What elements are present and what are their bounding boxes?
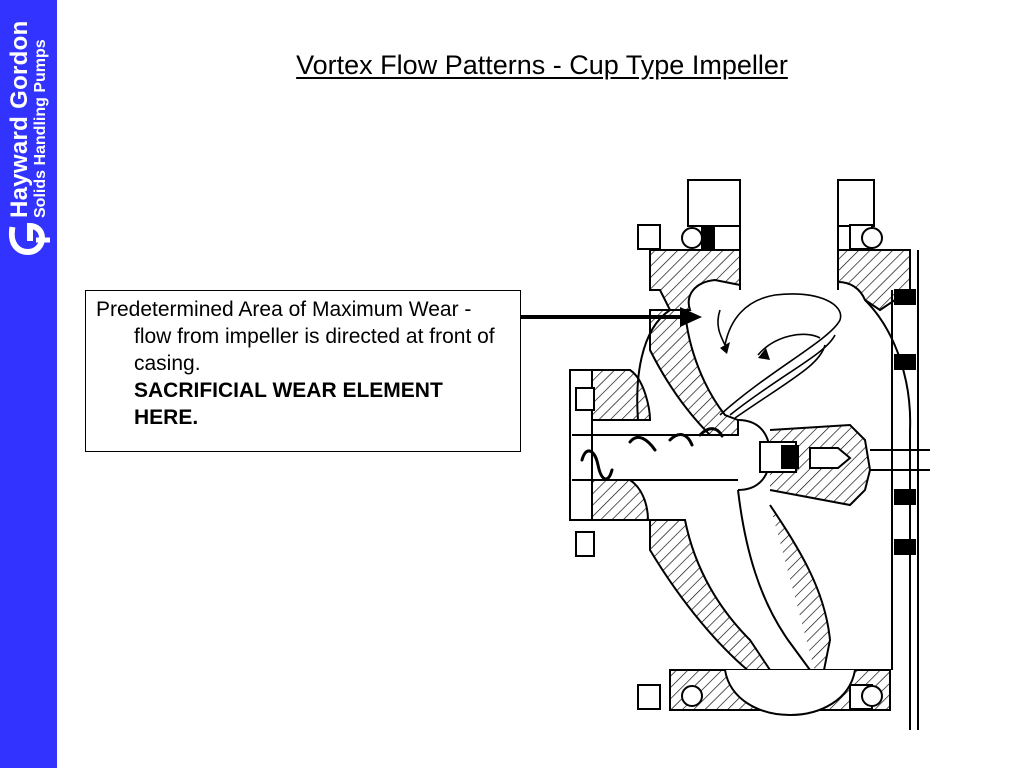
callout-description: Predetermined Area of Maximum Wear - flo… (96, 298, 495, 375)
hayward-gordon-logo-icon (8, 222, 50, 256)
brand-name: Hayward Gordon (6, 20, 33, 218)
callout-emphasis: SACRIFICIAL WEAR ELEMENT HERE. (134, 379, 443, 429)
callout-text: Predetermined Area of Maximum Wear - flo… (96, 296, 510, 431)
slide-title: Vortex Flow Patterns - Cup Type Impeller (296, 50, 788, 80)
pump-cross-section-diagram (569, 179, 930, 730)
brand-tagline: Solids Handling Pumps (32, 39, 49, 218)
brand-sidebar: Hayward Gordon Solids Handling Pumps (0, 0, 57, 768)
callout-box: Predetermined Area of Maximum Wear - flo… (85, 290, 521, 452)
brand-logo: Hayward Gordon Solids Handling Pumps (0, 0, 57, 260)
